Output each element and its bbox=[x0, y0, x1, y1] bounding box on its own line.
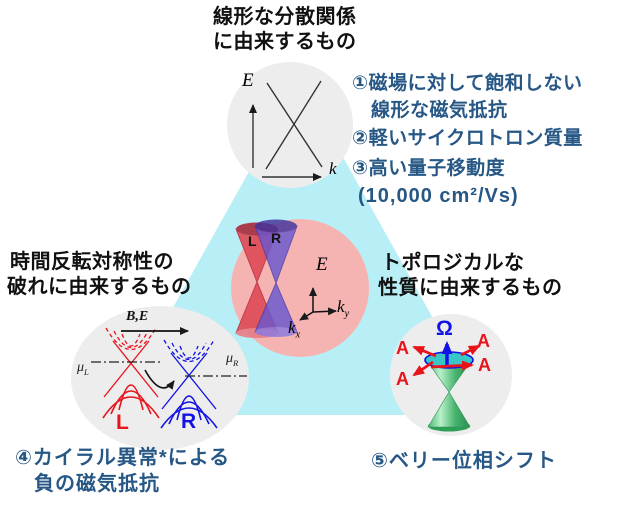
left-node-circle bbox=[71, 306, 249, 450]
axis-ky-label: ky bbox=[337, 297, 350, 320]
berry-a-label-1: A bbox=[396, 338, 409, 358]
axis-kx-label: kx bbox=[288, 318, 301, 341]
berry-connection-arrows bbox=[412, 344, 481, 377]
cone-r-label: R bbox=[271, 230, 282, 246]
axis-e-label-top: E bbox=[242, 70, 254, 91]
right-title-line2: 性質に由来するもの bbox=[378, 277, 563, 299]
feature-3-detail: (10,000 cm²/Vs) bbox=[358, 185, 519, 207]
left-title-line2: 破れに由来するもの bbox=[7, 276, 192, 298]
top-title-line2: に由来するもの bbox=[213, 31, 357, 53]
berry-a-label-4: A bbox=[478, 355, 491, 375]
mu-right-label: μR bbox=[226, 351, 239, 368]
chiral-bands-right bbox=[160, 339, 218, 429]
feature-1-line2: 線形な磁気抵抗 bbox=[371, 100, 508, 121]
chiral-bands-left bbox=[102, 327, 160, 419]
omega-label: Ω bbox=[436, 317, 453, 340]
feature-5: ⑤ベリー位相シフト bbox=[371, 450, 557, 472]
field-be-label: B,E bbox=[126, 309, 149, 324]
charge-pump-arrow bbox=[144, 369, 175, 390]
feature-1-line1: ①磁場に対して飽和しない bbox=[352, 73, 583, 94]
weyl-cone-right bbox=[254, 219, 298, 337]
node-r-label: R bbox=[181, 410, 197, 433]
cone-l-label: L bbox=[248, 233, 257, 249]
feature-2: ②軽いサイクロトロン質量 bbox=[352, 128, 583, 149]
momentum-axes bbox=[299, 287, 337, 321]
node-l-label: L bbox=[116, 411, 129, 434]
feature-4-line1: ④カイラル異常*による bbox=[15, 447, 231, 469]
axis-k-label-top: k bbox=[329, 159, 337, 178]
right-title-line1: トポロジカルな bbox=[381, 252, 525, 274]
top-node-circle bbox=[227, 62, 353, 188]
feature-3: ③高い量子移動度 bbox=[352, 158, 506, 179]
left-title-line1: 時間反転対称性の bbox=[10, 251, 174, 273]
feature-4-line2: 負の磁気抵抗 bbox=[34, 473, 160, 495]
mu-left-label: μL bbox=[77, 360, 89, 377]
berry-a-label-2: A bbox=[396, 369, 409, 389]
top-title-line1: 線形な分散関係 bbox=[213, 6, 357, 28]
berry-cone bbox=[424, 351, 474, 432]
axis-e-label-center: E bbox=[316, 254, 328, 275]
berry-a-label-3: A bbox=[477, 331, 490, 351]
dispersion-diagram bbox=[249, 80, 323, 181]
chemical-potential-lines bbox=[91, 361, 247, 377]
